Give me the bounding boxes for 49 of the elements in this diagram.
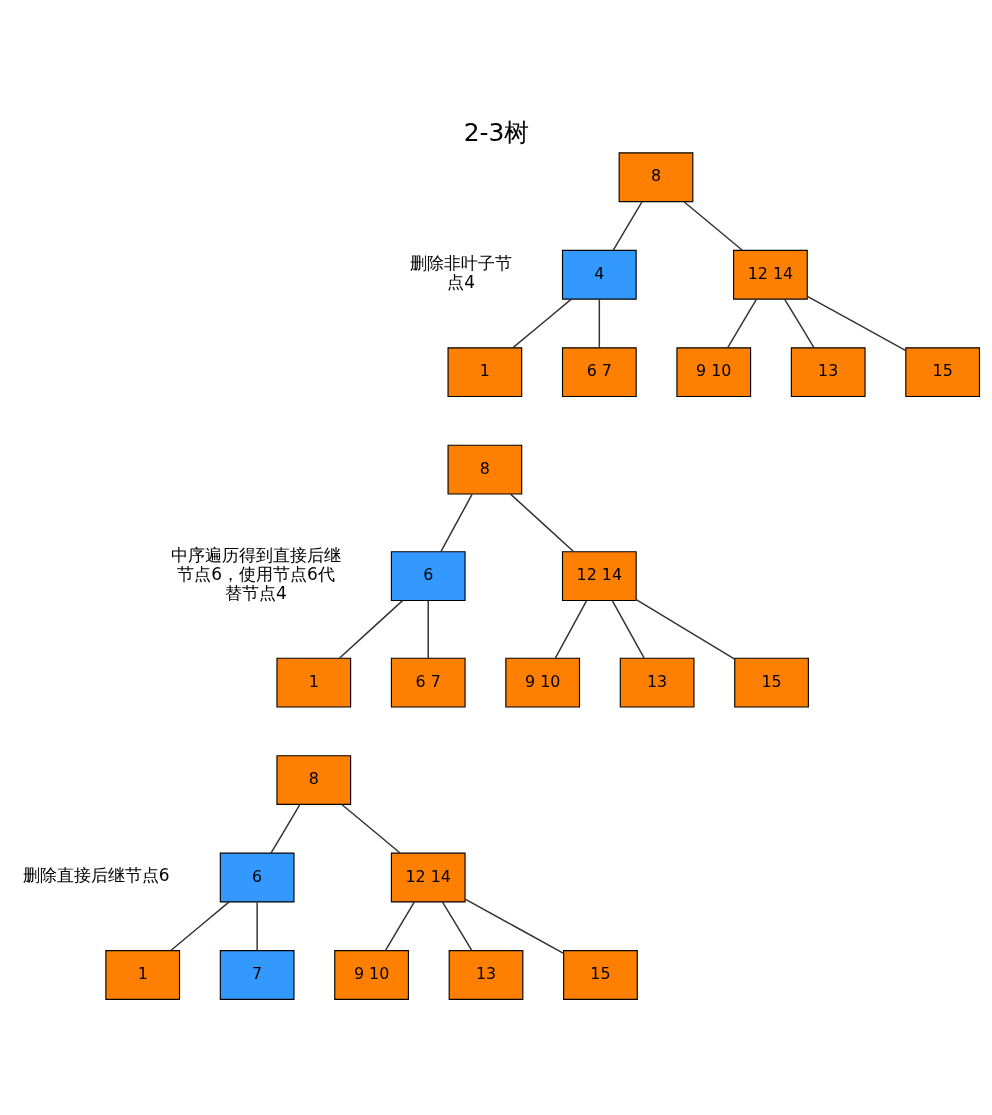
connector: [441, 900, 473, 951]
node-box: 13: [448, 949, 523, 1000]
diagram-title: 2-3树: [463, 117, 529, 147]
connector: [726, 298, 757, 348]
connector: [509, 492, 574, 552]
node-box: 8: [447, 444, 522, 495]
node-box: 6: [219, 852, 295, 902]
node-box: 1: [447, 346, 522, 397]
connector: [463, 897, 564, 954]
node-box: 15: [904, 346, 980, 397]
connector: [439, 493, 473, 552]
node-box: 8: [275, 754, 351, 805]
node-box: 1: [275, 657, 351, 708]
connector: [806, 295, 906, 351]
node-box: 15: [562, 949, 638, 1000]
connector: [427, 599, 429, 659]
connector: [554, 599, 587, 659]
connector: [169, 900, 230, 951]
node-box: 15: [733, 657, 809, 708]
connector: [338, 599, 403, 659]
connector: [340, 803, 401, 854]
connector: [635, 598, 735, 660]
node-box: 9 10: [504, 657, 580, 708]
connector: [611, 599, 645, 659]
label: 删除非叶子节点4: [409, 252, 512, 292]
connector: [598, 298, 600, 348]
connector: [611, 200, 643, 251]
node-box: 13: [790, 346, 866, 397]
node-box: 9 10: [675, 346, 751, 397]
node-box: 12 14: [561, 550, 637, 601]
connector: [682, 200, 743, 251]
node-box: 1: [104, 949, 180, 1000]
connector: [269, 803, 301, 854]
node-box: 9 10: [333, 949, 409, 1000]
node-box: 8: [618, 151, 693, 202]
node-box: 12 14: [732, 249, 808, 300]
node-box: 12 14: [390, 852, 466, 902]
node-box: 6 7: [561, 346, 637, 397]
connector: [511, 297, 572, 348]
node-box: 6 7: [390, 657, 466, 708]
node-box: 6: [390, 550, 466, 601]
connector: [255, 900, 258, 951]
connector: [783, 298, 815, 348]
node-box: 7: [219, 949, 295, 1000]
label: 删除直接后继节点6: [22, 864, 170, 885]
connector: [384, 900, 415, 951]
node-box: 13: [619, 657, 694, 708]
label: 中序遍历得到直接后继节点6，使用节点6代替节点4: [170, 544, 341, 603]
node-box: 4: [561, 249, 637, 300]
